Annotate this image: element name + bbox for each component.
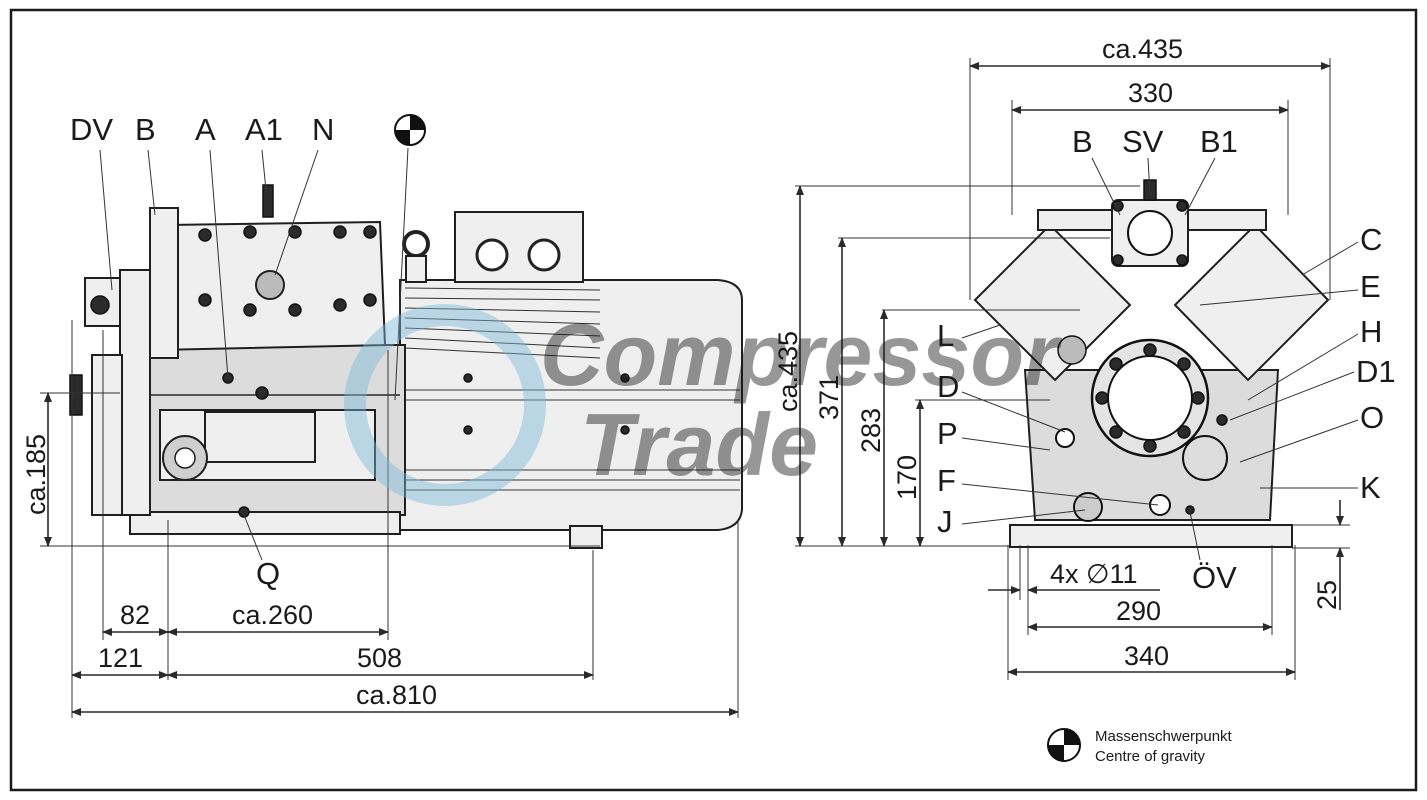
legend: Massenschwerpunkt Centre of gravity (1047, 728, 1233, 765)
dim-ca435-width: ca.435 (1102, 34, 1183, 64)
watermark: Compressor Trade (344, 304, 1063, 506)
cover-bolts (1095, 343, 1205, 453)
centre-of-gravity-icon (394, 114, 426, 146)
legend-centre-of-gravity-icon (1047, 728, 1081, 762)
side-dimension-lines (40, 320, 739, 718)
front-dimension-lines (795, 58, 1350, 680)
dim-340: 340 (1124, 641, 1169, 671)
cable-gland-2 (527, 238, 561, 272)
label-j: J (937, 504, 953, 539)
label-dv: DV (70, 112, 113, 147)
dim-170: 170 (892, 455, 922, 500)
svg-text:Compressor: Compressor (540, 305, 1063, 404)
label-d: D (937, 369, 959, 404)
cylinder-bank-right (1173, 223, 1330, 382)
terminal-box (454, 211, 584, 283)
label-c: C (1360, 222, 1382, 257)
dim-ca810: ca.810 (356, 680, 437, 710)
label-ov: ÖV (1192, 560, 1237, 595)
legend-line-1: Massenschwerpunkt (1095, 728, 1233, 745)
cylinder-bolts (198, 225, 377, 317)
dim-82: 82 (120, 600, 150, 630)
label-h: H (1360, 314, 1382, 349)
lifting-eye (402, 230, 430, 258)
legend-line-2: Centre of gravity (1095, 748, 1206, 765)
cylinder-bank-left (973, 223, 1132, 382)
label-p: P (937, 416, 958, 451)
drawing-frame (9, 8, 1418, 792)
svg-text:Trade: Trade (580, 395, 818, 494)
front-base-plate (1009, 524, 1293, 548)
label-n: N (312, 112, 334, 147)
label-o: O (1360, 400, 1384, 435)
dim-330: 330 (1128, 78, 1173, 108)
dim-283: 283 (856, 408, 886, 453)
dim-290: 290 (1116, 596, 1161, 626)
label-a1: A1 (245, 112, 283, 147)
label-b-front: B (1072, 124, 1093, 159)
label-l: L (937, 318, 954, 353)
label-f: F (937, 463, 956, 498)
label-q: Q (256, 556, 280, 591)
label-d1: D1 (1356, 354, 1396, 389)
cable-gland-1 (475, 238, 509, 272)
dim-508: 508 (357, 643, 402, 673)
oil-sight-glass-front (1182, 435, 1228, 481)
side-leader-lines (99, 147, 409, 561)
dim-holes: 4x ∅11 (1050, 559, 1138, 589)
base-plate (129, 511, 401, 535)
dim-371: 371 (814, 375, 844, 420)
front-leader-lines (961, 157, 1359, 561)
motor-fins (404, 287, 740, 491)
label-e: E (1360, 269, 1381, 304)
service-valve-n (255, 270, 285, 300)
label-b: B (135, 112, 156, 147)
side-view: DV B A A1 N Q (21, 112, 743, 718)
label-b1: B1 (1200, 124, 1238, 159)
dim-25: 25 (1312, 580, 1342, 610)
dim-121: 121 (98, 643, 143, 673)
label-sv: SV (1122, 124, 1164, 159)
label-a: A (195, 112, 216, 147)
front-view: B SV B1 C E H D1 O K L D P F J ÖV (773, 34, 1396, 680)
dim-ca260: ca.260 (232, 600, 313, 630)
dim-ca435-height: ca.435 (773, 331, 803, 412)
label-k: K (1360, 470, 1381, 505)
dim-ca185: ca.185 (21, 434, 51, 515)
